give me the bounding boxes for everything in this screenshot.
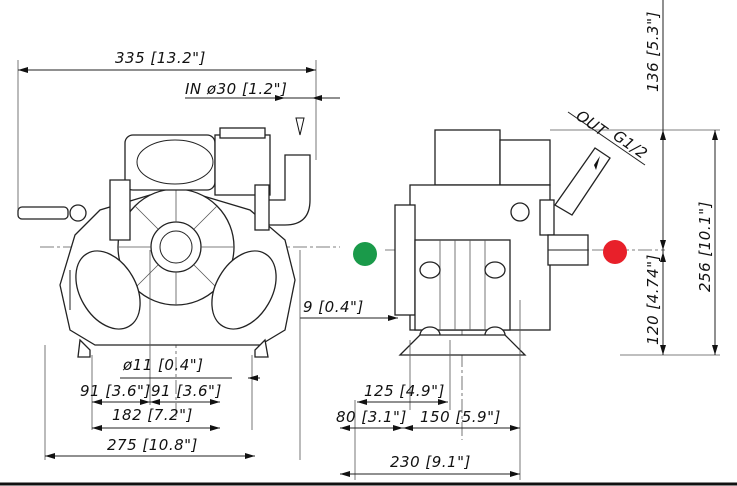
dim-overall-width-top: 335 [13.2"] <box>115 49 206 67</box>
dim-height-total: 256 [10.1"] <box>696 201 714 292</box>
dim-inlet: IN ø30 [1.2"] <box>185 80 287 98</box>
dim-base-width: 182 [7.2"] <box>112 406 193 424</box>
dim-outlet-thread: G1/2 <box>610 127 651 163</box>
dim-half-base-left: 91 [3.6"] <box>80 382 151 400</box>
dim-front-width: 275 [10.8"] <box>107 436 198 454</box>
dim-mount-hole: ø11 [0.4"] <box>122 356 204 374</box>
dim-height-shaft: 120 [4.74"] <box>644 254 662 345</box>
dim-height-top: 136 [5.3"] <box>644 11 662 92</box>
dim-side-rear: 150 [5.9"] <box>420 408 501 426</box>
dim-shaft-offset: 9 [0.4"] <box>303 298 364 316</box>
front-view-pump <box>17 127 340 420</box>
dim-side-base: 125 [4.9"] <box>364 382 445 400</box>
front-view-marker <box>353 242 377 266</box>
dim-side-front: 80 [3.1"] <box>336 408 407 426</box>
side-view-pump <box>385 129 665 440</box>
side-view-marker <box>603 240 627 264</box>
dim-outlet-label: OUT <box>573 107 612 142</box>
dimension-lines <box>17 0 720 480</box>
dim-half-base-right: 91 [3.6"] <box>151 382 222 400</box>
dim-side-width: 230 [9.1"] <box>390 453 471 471</box>
